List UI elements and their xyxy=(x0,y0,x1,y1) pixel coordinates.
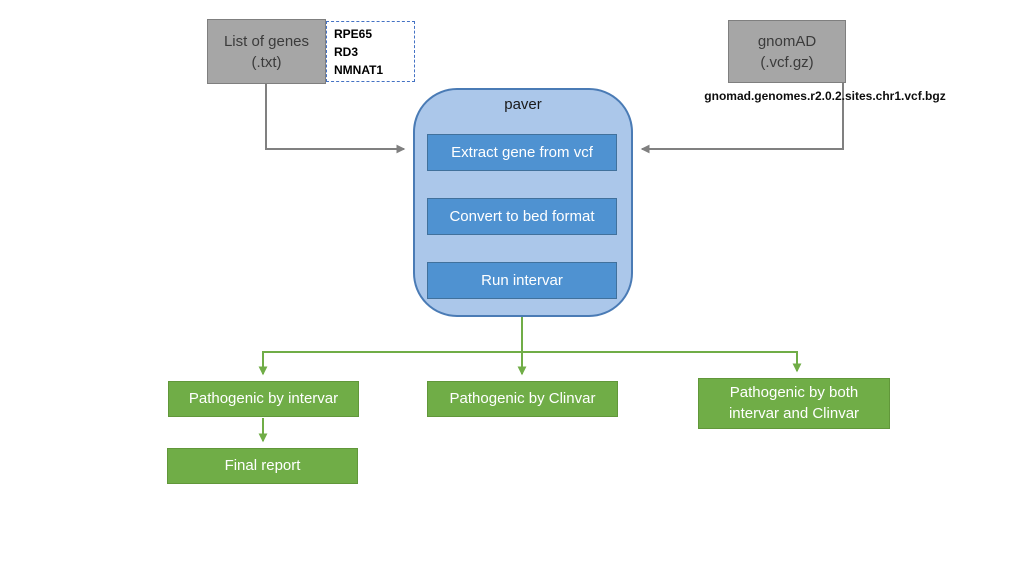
connector-genes-to-paver xyxy=(265,84,406,154)
gene-example-item: RPE65 xyxy=(334,26,373,41)
gene-list-box: List of genes (.txt) xyxy=(207,19,326,84)
gnomad-label-line2: (.vcf.gz) xyxy=(760,53,814,71)
output-pathogenic-by-both-line2: intervar and Clinvar xyxy=(728,404,860,422)
gnomad-label-line1: gnomAD xyxy=(757,32,817,50)
output-pathogenic-by-both: Pathogenic by both intervar and Clinvar xyxy=(698,378,890,429)
paver-title: paver xyxy=(504,96,542,113)
gene-list-label-line1: List of genes xyxy=(223,32,310,50)
step-run-intervar: Run intervar xyxy=(427,262,617,299)
output-pathogenic-by-both-line1: Pathogenic by both xyxy=(729,384,859,402)
output-pathogenic-by-intervar: Pathogenic by intervar xyxy=(168,381,359,417)
step-extract-gene-from-vcf: Extract gene from vcf xyxy=(427,134,617,171)
gnomad-box: gnomAD (.vcf.gz) xyxy=(728,20,846,83)
step-convert-to-bed-format: Convert to bed format xyxy=(427,198,617,235)
gene-list-label-line2: (.txt) xyxy=(251,53,282,71)
gene-example-item: NMNAT1 xyxy=(334,62,384,77)
gnomad-filename-label: gnomad.genomes.r2.0.2.sites.chr1.vcf.bgz xyxy=(704,89,946,103)
final-report-box: Final report xyxy=(167,448,358,484)
gene-example-item: RD3 xyxy=(334,44,359,59)
gene-examples-box: RPE65 RD3 NMNAT1 xyxy=(326,21,415,82)
output-pathogenic-by-clinvar: Pathogenic by Clinvar xyxy=(427,381,618,417)
